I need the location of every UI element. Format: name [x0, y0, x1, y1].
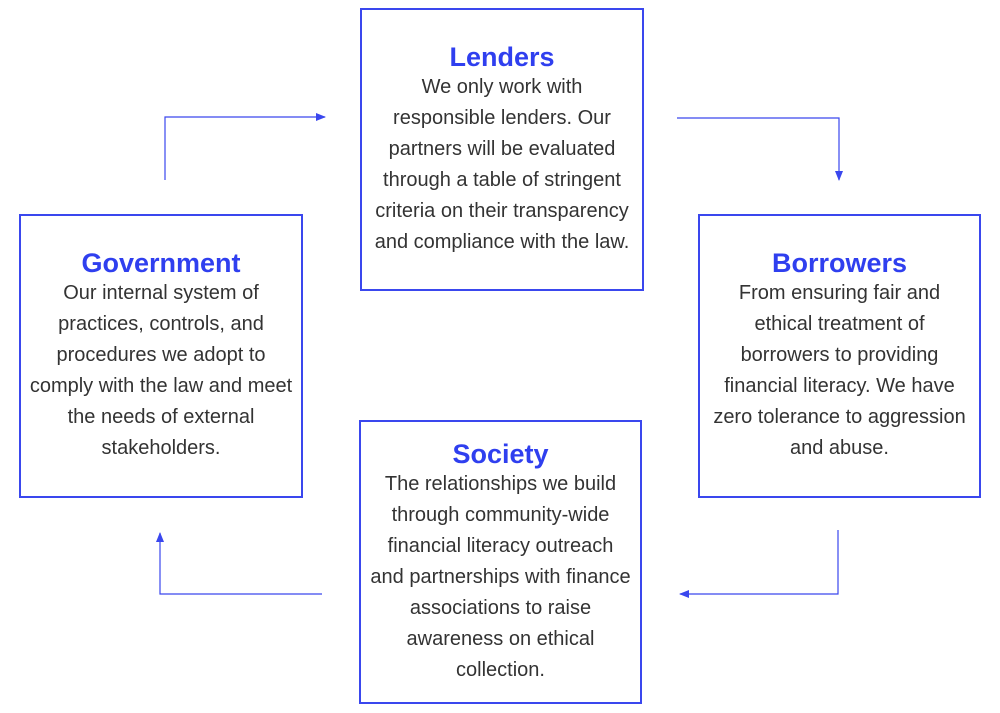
society-box: Society The relationships we build throu… — [359, 420, 642, 704]
lenders-title: Lenders — [449, 41, 555, 72]
government-text: Our internal system of practices, contro… — [29, 282, 293, 459]
society-text: The relationships we build through commu… — [370, 472, 631, 681]
lenders-box: Lenders We only work with responsible le… — [360, 8, 644, 291]
lenders-text: We only work with responsible lenders. O… — [374, 75, 630, 253]
society-title: Society — [452, 438, 549, 469]
borrowers-title: Borrowers — [771, 248, 908, 278]
borrowers-box: Borrowers From ensuring fair and ethical… — [698, 214, 981, 498]
arrow-borrowers-to-society — [679, 530, 839, 598]
arrow-government-to-lenders — [164, 113, 326, 180]
government-box: Government Our internal system of practi… — [19, 214, 303, 498]
borrowers-text: From ensuring fair and ethical treatment… — [713, 282, 966, 459]
arrow-society-to-government — [156, 532, 322, 595]
government-title: Government — [81, 248, 241, 278]
arrow-lenders-to-borrowers — [677, 117, 843, 181]
